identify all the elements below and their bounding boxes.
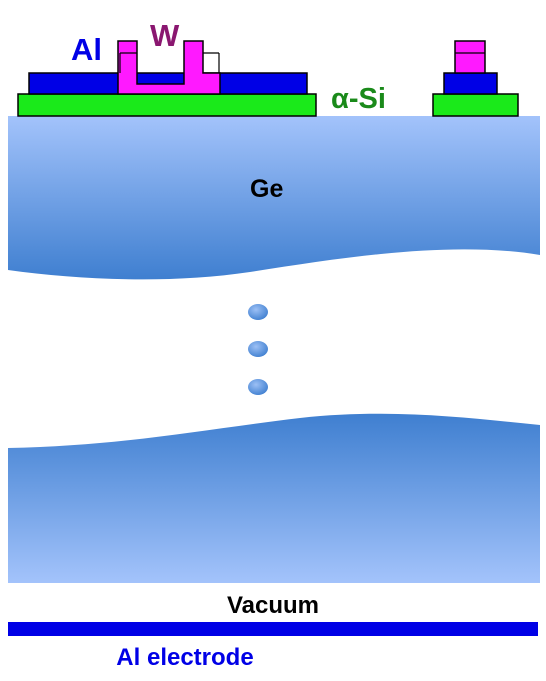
label-vacuum: Vacuum bbox=[227, 592, 319, 619]
w-layer-right bbox=[454, 40, 486, 74]
ellipsis-dot-icon bbox=[248, 379, 268, 395]
ellipsis-dot-icon bbox=[248, 304, 268, 320]
label-al: Al bbox=[71, 32, 102, 67]
al-electrode-bar bbox=[8, 622, 538, 636]
w-layer-left bbox=[117, 40, 221, 95]
al-layer-right bbox=[443, 72, 498, 95]
label-ge: Ge bbox=[250, 175, 283, 203]
alpha-si-layer-right bbox=[432, 93, 519, 117]
germanium-substrate-bottom bbox=[8, 413, 540, 583]
ellipsis-dot-icon bbox=[248, 341, 268, 357]
label-al-electrode: Al electrode bbox=[116, 644, 253, 671]
label-w: W bbox=[150, 18, 180, 53]
w-step-right bbox=[203, 52, 220, 73]
alpha-si-layer-left bbox=[17, 93, 317, 117]
label-alpha-si: α-Si bbox=[331, 83, 386, 115]
germanium-substrate-top bbox=[8, 116, 540, 280]
w-step-left bbox=[119, 52, 137, 73]
